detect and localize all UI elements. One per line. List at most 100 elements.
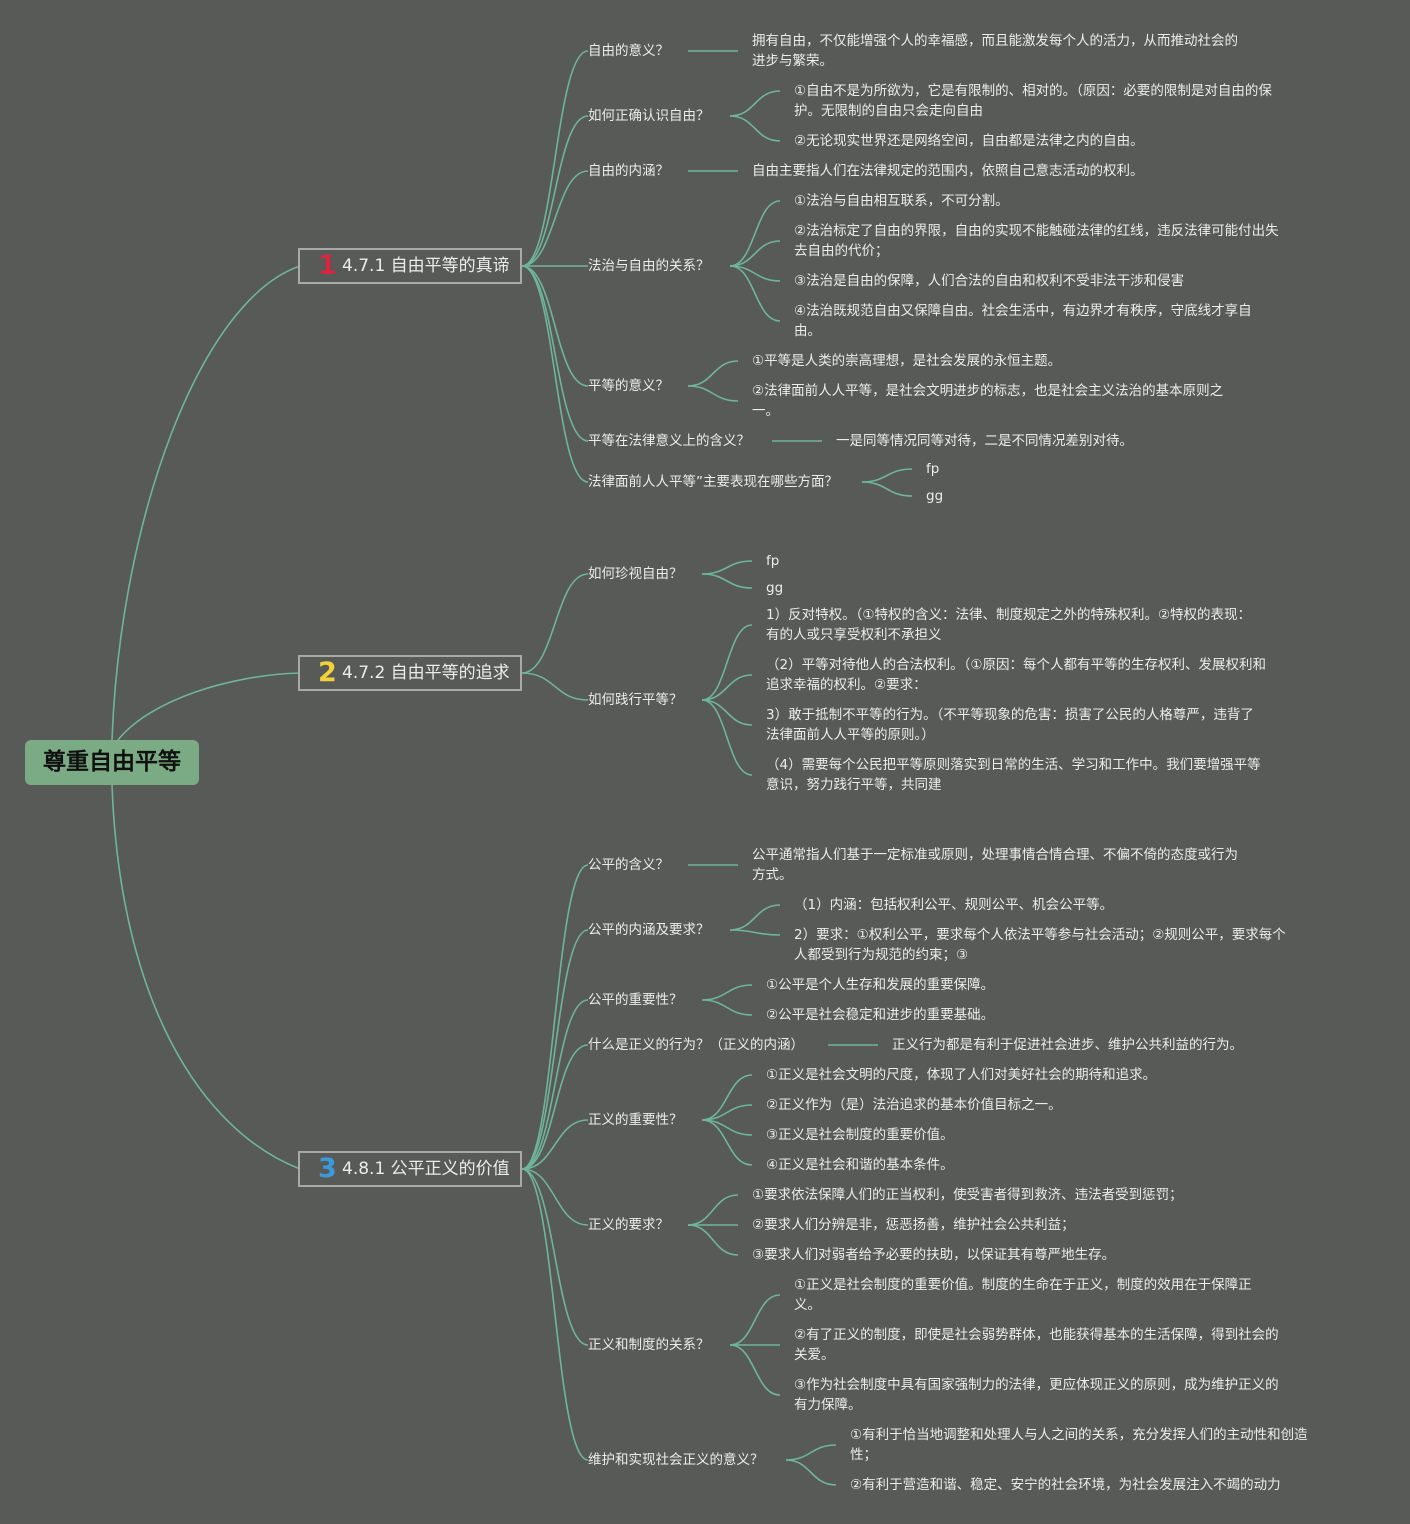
connector-line [521, 929, 589, 1170]
answer-node[interactable]: ②法治标定了自由的界限，自由的实现不能触碰法律的红线，违反法律可能付出失去自由的… [794, 223, 1279, 259]
question-node[interactable]: 公平的重要性？ [588, 992, 683, 1008]
connector-line [111, 784, 301, 1170]
answer-node[interactable]: 一是同等情况同等对待，二是不同情况差别对待。 [836, 433, 1133, 449]
question-node[interactable]: 什么是正义的行为？（正义的内涵） [588, 1037, 804, 1053]
answer-node[interactable]: ③正义是社会制度的重要价值。 [766, 1127, 954, 1143]
question-node[interactable]: 正义的重要性？ [588, 1112, 683, 1128]
connector-line [729, 90, 781, 117]
answer-node[interactable]: 拥有自由，不仅能增强个人的幸福感，而且能激发每个人的活力，从而推动社会的进步与繁… [752, 33, 1238, 69]
answer-node[interactable]: ②有了正义的制度，即使是社会弱势群体，也能获得基本的生活保障，得到社会的关爱。 [794, 1327, 1279, 1363]
connector-line [117, 672, 301, 741]
question-node[interactable]: 如何正确认识自由？ [588, 108, 710, 124]
answer-node[interactable]: （1）内涵：包括权利公平、规则公平、机会公平等。 [794, 897, 1114, 913]
answer-node[interactable]: fp [926, 461, 940, 477]
answer-node[interactable]: gg [766, 580, 784, 596]
answer-node[interactable]: ①自由不是为所欲为，它是有限制的、相对的。（原因：必要的限制是对自由的保护。无限… [794, 83, 1272, 119]
connector-line [785, 1459, 837, 1486]
answer-node[interactable]: ①法治与自由相互联系，不可分割。 [794, 193, 1009, 209]
connector-line [861, 468, 913, 483]
answer-node[interactable]: ③作为社会制度中具有国家强制力的法律，更应体现正义的原则，成为维护正义的有力保障… [794, 1377, 1279, 1413]
answer-node[interactable]: ②要求人们分辨是非，惩恶扬善，维护社会公共利益； [752, 1217, 1075, 1233]
question-node[interactable]: 自由的意义？ [588, 43, 669, 59]
answer-node[interactable]: ①有利于恰当地调整和处理人与人之间的关系，充分发挥人们的主动性和创造性； [850, 1427, 1308, 1463]
question-node[interactable]: 自由的内涵？ [588, 163, 669, 179]
answer-node[interactable]: 1）反对特权。（①特权的含义：法律、制度规定之外的特殊权利。②特权的表现：有的人… [766, 607, 1252, 643]
connector-line [861, 481, 913, 497]
question-node[interactable]: 公平的含义？ [588, 857, 669, 873]
section-number-badge: 3 [318, 1153, 337, 1184]
answer-node[interactable]: ①正义是社会制度的重要价值。制度的生命在于正义，制度的效用在于保障正义。 [794, 1277, 1252, 1313]
answer-node[interactable]: ②无论现实世界还是网络空间，自由都是法律之内的自由。 [794, 133, 1144, 149]
connector-line [785, 1444, 837, 1461]
answer-node[interactable]: gg [926, 488, 944, 504]
section-node-2[interactable]: 2 4.7.2 自由平等的追求 [298, 655, 522, 691]
section-node-1[interactable]: 1 4.7.1 自由平等的真谛 [298, 248, 522, 284]
section-label: 4.8.1 公平正义的价值 [342, 1159, 510, 1179]
answer-node[interactable]: （2）平等对待他人的合法权利。（①原因：每个人都有平等的生存权利、发展权利和追求… [766, 657, 1266, 693]
answer-node[interactable]: 2）要求：①权利公平，要求每个人依法平等参与社会活动；②规则公平，要求每个人都受… [794, 927, 1286, 963]
question-node[interactable]: 平等的意义？ [588, 378, 669, 394]
answer-node[interactable]: ④正义是社会和谐的基本条件。 [766, 1157, 954, 1173]
question-node[interactable]: 公平的内涵及要求？ [588, 922, 710, 938]
answer-node[interactable]: 正义行为都是有利于促进社会进步、维护公共利益的行为。 [892, 1037, 1243, 1053]
answer-node[interactable]: ②公平是社会稳定和进步的重要基础。 [766, 1007, 995, 1023]
connector-line [521, 265, 589, 442]
connector-line [701, 674, 753, 701]
answer-node[interactable]: fp [766, 553, 780, 569]
connector-line [729, 1294, 781, 1346]
answer-node[interactable]: （4）需要每个公民把平等原则落实到日常的生活、学习和工作中。我们要增强平等意识，… [766, 757, 1261, 793]
answer-node[interactable]: ②有利于营造和谐、稳定、安宁的社会环境，为社会发展注入不竭的动力 [850, 1477, 1281, 1493]
connector-line [521, 265, 589, 387]
connector-line [729, 265, 781, 282]
section-node-3[interactable]: 3 4.8.1 公平正义的价值 [298, 1151, 522, 1187]
connector-line [687, 385, 739, 402]
question-node[interactable]: 法治与自由的关系？ [588, 258, 710, 274]
question-node[interactable]: 平等在法律意义上的含义？ [588, 433, 750, 449]
connector-line [111, 265, 301, 741]
answer-node[interactable]: ②正义作为（是）法治追求的基本价值目标之一。 [766, 1097, 1062, 1113]
section-number-badge: 2 [318, 657, 337, 688]
question-node[interactable]: 如何践行平等？ [588, 692, 683, 708]
connector-line [729, 115, 781, 142]
question-node[interactable]: 维护和实现社会正义的意义？ [588, 1452, 764, 1468]
connector-line [701, 699, 753, 776]
answer-node[interactable]: ②法律面前人人平等，是社会文明进步的标志，也是社会主义法治的基本原则之一。 [752, 383, 1224, 419]
connector-line [521, 1119, 589, 1170]
connector-line [687, 1224, 739, 1256]
question-node[interactable]: 如何珍视自由？ [588, 566, 683, 582]
answer-node[interactable]: ①要求依法保障人们的正当权利，使受害者得到救济、违法者受到惩罚； [752, 1187, 1183, 1203]
connector-line [729, 904, 781, 931]
connector-line [729, 1344, 781, 1396]
answer-node[interactable]: ①平等是人类的崇高理想，是社会发展的永恒主题。 [752, 353, 1062, 369]
answer-node[interactable]: ③要求人们对弱者给予必要的扶助，以保证其有尊严地生存。 [752, 1247, 1116, 1263]
question-node[interactable]: 正义和制度的关系？ [588, 1337, 710, 1353]
connector-line [729, 240, 781, 267]
answer-node[interactable]: ③法治是自由的保障，人们合法的自由和权利不受非法干涉和侵害 [794, 273, 1185, 289]
connector-line [521, 1168, 589, 1461]
connector-line [687, 360, 739, 387]
connector-line [701, 1119, 753, 1166]
connector-line [687, 1194, 739, 1226]
connector-line [521, 573, 589, 674]
connector-line [729, 265, 781, 322]
root-node[interactable]: 尊重自由平等 [25, 740, 199, 785]
answer-node[interactable]: 3）敢于抵制不平等的行为。（不平等现象的危害：损害了公民的人格尊严，违背了法律面… [766, 707, 1254, 743]
connector-line [521, 864, 589, 1170]
connector-line [701, 984, 753, 1001]
connector-line [701, 1074, 753, 1121]
connector-line [521, 50, 589, 267]
connector-line [521, 1168, 589, 1226]
question-node[interactable]: 法律面前人人平等”主要表现在哪些方面？ [588, 474, 838, 490]
answer-node[interactable]: ①正义是社会文明的尺度，体现了人们对美好社会的期待和追求。 [766, 1067, 1157, 1083]
connector-line [701, 560, 753, 575]
answer-node[interactable]: ①公平是个人生存和发展的重要保障。 [766, 977, 995, 993]
connector-line [521, 1168, 589, 1346]
answer-node[interactable]: 自由主要指人们在法律规定的范围内，依照自己意志活动的权利。 [752, 163, 1144, 179]
connector-line [729, 200, 781, 267]
connector-line [701, 999, 753, 1016]
answer-node[interactable]: ④法治既规范自由又保障自由。社会生活中，有边界才有秩序，守底线才享自由。 [794, 303, 1252, 339]
connector-line [521, 170, 589, 267]
question-node[interactable]: 正义的要求？ [588, 1217, 669, 1233]
connector-line [521, 672, 589, 701]
answer-node[interactable]: 公平通常指人们基于一定标准或原则，处理事情合情合理、不偏不倚的态度或行为方式。 [752, 847, 1238, 883]
